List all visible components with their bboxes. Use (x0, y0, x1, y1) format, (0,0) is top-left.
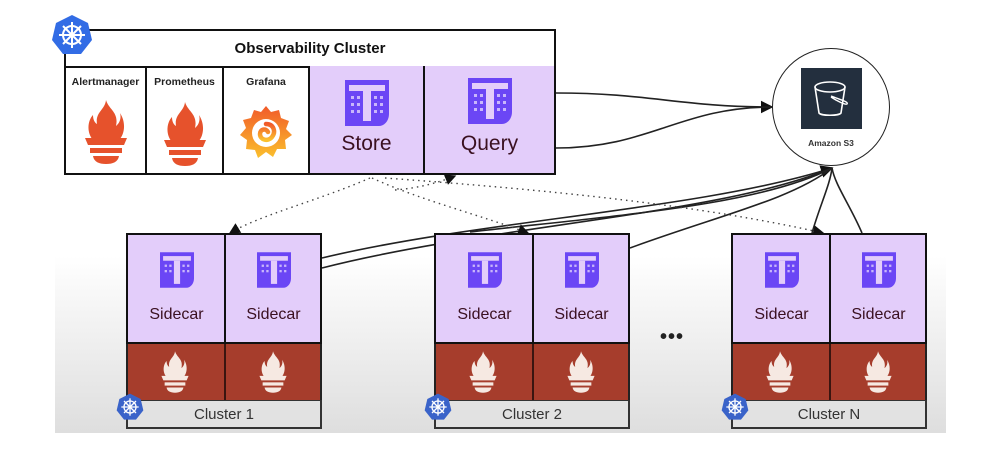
prometheus-flame-icon (163, 102, 206, 166)
cluster-name: Cluster 2 (434, 400, 630, 429)
observability-cluster-title: Observability Cluster (66, 31, 554, 68)
query-to-cluster2-dotted (371, 177, 530, 235)
thanos-icon (467, 78, 512, 124)
alertmanager-label: Alertmanager (71, 76, 140, 88)
kubernetes-icon (116, 393, 144, 420)
query-label: Query (460, 132, 519, 155)
cluster-name: Cluster N (731, 400, 927, 429)
thanos-icon (564, 252, 599, 288)
s3-label: Amazon S3 (808, 138, 854, 148)
store-label: Store (341, 132, 392, 155)
prometheus-row (731, 344, 927, 400)
sidecar[interactable]: Sidecar (436, 235, 533, 342)
thanos-icon (256, 252, 291, 288)
thanos-icon (764, 252, 799, 288)
clusterN-to-s3-line (811, 167, 833, 234)
kubernetes-icon (424, 393, 452, 420)
store-to-s3-line (555, 92, 774, 114)
prometheus-flame-icon (567, 351, 595, 393)
sidecar[interactable]: Sidecar (733, 235, 830, 342)
thanos-icon (159, 252, 194, 288)
s3-bucket-icon (801, 68, 862, 129)
clusterNb-to-s3-line (831, 167, 863, 234)
sidecar-label: Sidecar (457, 306, 512, 323)
prometheus-component[interactable]: Prometheus (147, 66, 224, 173)
query-component[interactable]: Query (425, 66, 554, 173)
prometheus-flame-icon (161, 351, 189, 393)
cluster-1: Sidecar Sidecar Cluster 1 (126, 233, 322, 429)
prometheus-row (126, 344, 322, 400)
observability-cluster: Observability Cluster Alertmanager Prome… (64, 29, 556, 175)
sidecar[interactable]: Sidecar (128, 235, 225, 342)
prometheus-flame-icon (84, 100, 127, 164)
prometheus-flame-icon (259, 351, 287, 393)
amazon-s3-storage[interactable]: Amazon S3 (772, 48, 890, 166)
sidecar-label: Sidecar (851, 306, 906, 323)
sidecar-label: Sidecar (554, 306, 609, 323)
cluster-2: Sidecar Sidecar Cluster 2 (434, 233, 630, 429)
query-to-s3-line (555, 106, 773, 149)
grafana-label: Grafana (246, 76, 286, 88)
cluster-name: Cluster 1 (126, 400, 322, 429)
cluster1-to-s3-line (321, 165, 834, 259)
thanos-icon (861, 252, 896, 288)
sidecar[interactable]: Sidecar (533, 235, 630, 342)
cluster2-to-s3-line (629, 167, 833, 249)
kubernetes-icon (721, 393, 749, 420)
thanos-icon (467, 252, 502, 288)
sidecar-label: Sidecar (754, 306, 809, 323)
grafana-component[interactable]: Grafana (224, 66, 310, 173)
more-clusters-ellipsis: ••• (660, 326, 685, 348)
thanos-icon (344, 80, 389, 126)
grafana-icon (240, 106, 292, 158)
sidecar[interactable]: Sidecar (225, 235, 322, 342)
sidecar[interactable]: Sidecar (830, 235, 927, 342)
prometheus-flame-icon (766, 351, 794, 393)
cluster1b-to-s3-line (321, 167, 833, 269)
prometheus-flame-icon (469, 351, 497, 393)
alertmanager-component[interactable]: Alertmanager (66, 66, 147, 173)
store-to-query-dotted (394, 174, 457, 191)
store-component[interactable]: Store (310, 66, 425, 173)
prometheus-row (434, 344, 630, 400)
kubernetes-icon (52, 15, 92, 54)
sidecar-label: Sidecar (246, 306, 301, 323)
query-to-cluster1-dotted (228, 177, 371, 234)
prometheus-label: Prometheus (154, 76, 215, 88)
sidecar-label: Sidecar (149, 306, 204, 323)
cluster-n: Sidecar Sidecar Cluster N (731, 233, 927, 429)
prometheus-flame-icon (864, 351, 892, 393)
